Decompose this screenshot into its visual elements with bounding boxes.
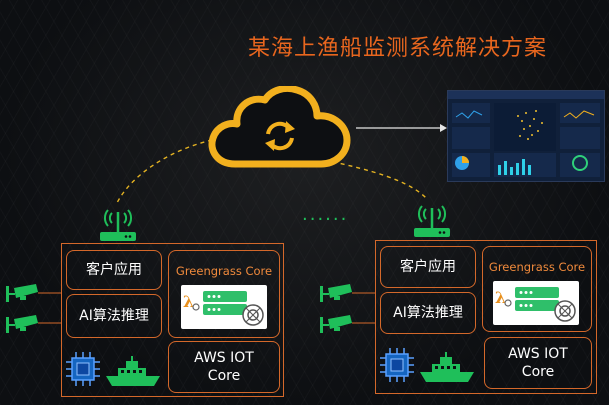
page-title: 某海上渔船监测系统解决方案	[248, 36, 548, 61]
client-app-box: 客户应用	[66, 250, 162, 290]
ellipsis-dots: ......	[302, 204, 349, 225]
arrow-head	[440, 124, 447, 132]
server-icon	[203, 291, 247, 302]
ai-inference-box: AI算法推理	[380, 292, 476, 334]
client-app-box: 客户应用	[380, 246, 476, 288]
greengrass-core-box: Greengrass Core λ	[168, 250, 280, 338]
greengrass-label: Greengrass Core	[488, 260, 586, 274]
edge-site-right	[375, 240, 597, 394]
edge-site-left	[61, 243, 284, 397]
ai-inference-label: AI算法推理	[79, 307, 149, 324]
aws-iot-core-box: AWS IOT Core	[168, 341, 280, 393]
lambda-icon: λ	[495, 288, 506, 307]
chip-icon	[66, 352, 100, 386]
ai-inference-label: AI算法推理	[393, 304, 463, 321]
aws-iot-label-line2: Core	[521, 364, 555, 380]
camera-icon	[6, 315, 38, 333]
aws-iot-label-line2: Core	[207, 368, 241, 384]
client-app-label: 客户应用	[400, 258, 456, 275]
greengrass-label: Greengrass Core	[175, 264, 273, 278]
ai-inference-box: AI算法推理	[66, 294, 162, 338]
router-icon	[414, 205, 450, 237]
server-icon	[515, 287, 559, 298]
aws-iot-label-line1: AWS IOT	[194, 349, 254, 366]
camera-icon	[320, 315, 352, 333]
ship-icon	[106, 356, 160, 386]
cloud-sync-icon	[208, 86, 351, 168]
lambda-icon: λ	[183, 292, 194, 311]
lambda-server-card: λ	[181, 285, 267, 329]
router-icon	[100, 209, 136, 241]
sync-arrows-icon	[265, 121, 295, 151]
dashboard-thumbnail	[447, 90, 605, 182]
aws-iot-label-line1: AWS IOT	[508, 345, 568, 362]
ship-icon	[420, 352, 474, 382]
link-cloud-left-router	[115, 139, 213, 206]
chip-icon	[380, 348, 414, 382]
camera-icon	[6, 284, 38, 302]
lambda-server-card: λ	[493, 281, 579, 325]
greengrass-core-box: Greengrass Core λ	[482, 246, 592, 332]
client-app-label: 客户应用	[86, 261, 142, 278]
camera-icon	[320, 284, 352, 302]
aws-iot-core-box: AWS IOT Core	[484, 337, 592, 389]
